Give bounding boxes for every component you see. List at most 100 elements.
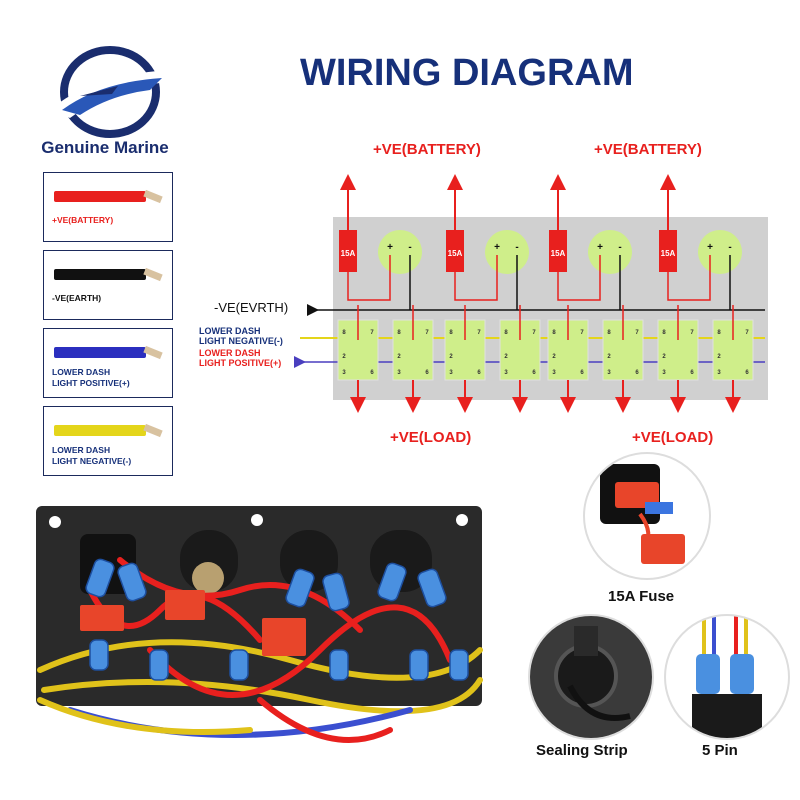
pin-label: 7 (532, 330, 536, 336)
pin-label: 3 (607, 370, 611, 376)
fuse-icon (600, 464, 685, 564)
pin-label: 8 (342, 330, 346, 336)
earth-label: -VE(EVRTH) (214, 300, 289, 315)
fuse-caption: 15A Fuse (608, 588, 675, 605)
pin-label: 8 (504, 330, 508, 336)
pin-caption: 5 Pin (702, 742, 738, 759)
pin-label: 6 (477, 370, 481, 376)
pin-label: 6 (635, 370, 639, 376)
pin-label: 2 (607, 354, 611, 360)
fuse-block (339, 230, 357, 272)
pin-label: 6 (690, 370, 694, 376)
pin-label: 2 (342, 354, 346, 360)
pin-label: 2 (662, 354, 666, 360)
page-title: WIRING DIAGRAM (300, 52, 634, 94)
wire-tip-icon (143, 267, 163, 282)
legend-light-negative: LOWER DASH LIGHT NEGATIVE(-) (43, 406, 173, 476)
legend-label: +VE(BATTERY) (52, 215, 114, 225)
pin-label: 3 (504, 370, 508, 376)
fuse-text: 15A (661, 249, 676, 258)
socket-circle (698, 230, 742, 274)
switch-panel-image (36, 506, 483, 743)
battery-label-left: +VE(BATTERY) (373, 141, 481, 158)
battery-label-right: +VE(BATTERY) (594, 141, 702, 158)
pin-label: 3 (662, 370, 666, 376)
socket-plus: + (707, 242, 713, 253)
fuse-text: 15A (448, 249, 463, 258)
feed-wire (347, 255, 391, 301)
pin-label: 8 (397, 330, 401, 336)
pin-label: 2 (552, 354, 556, 360)
red-wire-swatch (54, 191, 146, 202)
pin-label: 2 (717, 354, 721, 360)
fuse-inset (583, 452, 711, 580)
pin-label: 3 (342, 370, 346, 376)
pin-label: 8 (552, 330, 556, 336)
light-positive-label: LOWER DASH LIGHT POSITIVE(+) (199, 348, 282, 368)
pin-label: 8 (607, 330, 611, 336)
fuse-block (446, 230, 464, 272)
pin-label: 7 (580, 330, 584, 336)
wiring-diagram: 15A + - 8 7 2 3 6 8 7 2 3 6 15A + - 8 7 2 3 6 8 7 2 3 6 15A + - 8 7 2 3 6… (190, 130, 790, 460)
pin-label: 2 (504, 354, 508, 360)
fuse-text: 15A (551, 249, 566, 258)
pin-label: 6 (532, 370, 536, 376)
fuse-block (549, 230, 567, 272)
socket-minus: - (408, 242, 411, 253)
socket-plus: + (597, 242, 603, 253)
pin-inset (664, 614, 790, 740)
pin-label: 7 (745, 330, 749, 336)
legend-label: LOWER DASH LIGHT NEGATIVE(-) (52, 445, 132, 466)
socket-minus: - (618, 242, 621, 253)
light-negative-label: LOWER DASH LIGHT NEGATIVE(-) (199, 326, 283, 346)
yellow-wire-swatch (54, 425, 146, 436)
wire-tip-icon (143, 345, 163, 360)
sealing-inset (528, 614, 654, 740)
fuse-block (659, 230, 677, 272)
pin-label: 2 (449, 354, 453, 360)
sealing-caption: Sealing Strip (536, 742, 628, 759)
pin-label: 8 (449, 330, 453, 336)
sealing-strip-icon (530, 616, 652, 738)
pin-label: 6 (370, 370, 374, 376)
pin-label: 3 (717, 370, 721, 376)
pin-label: 6 (425, 370, 429, 376)
pin-label: 7 (425, 330, 429, 336)
socket-circle (485, 230, 529, 274)
pin-label: 3 (397, 370, 401, 376)
feed-wire (667, 255, 711, 301)
pin-label: 3 (552, 370, 556, 376)
pin-label: 2 (397, 354, 401, 360)
legend-light-positive: LOWER DASH LIGHT POSITIVE(+) (43, 328, 173, 398)
legend-label: -VE(EARTH) (52, 293, 102, 303)
boat-logo-icon (50, 46, 170, 138)
feed-wire (454, 255, 498, 301)
pin-label: 7 (690, 330, 694, 336)
socket-plus: + (494, 242, 500, 253)
feed-wire (557, 255, 601, 301)
load-label-left: +VE(LOAD) (390, 429, 472, 446)
pin-label: 7 (477, 330, 481, 336)
socket-circle (378, 230, 422, 274)
switch-panel-photo (30, 500, 490, 790)
pin-label: 6 (580, 370, 584, 376)
legend-label: LOWER DASH LIGHT POSITIVE(+) (52, 367, 130, 388)
pin-label: 3 (449, 370, 453, 376)
socket-minus: - (515, 242, 518, 253)
wiring-diagram-svg: 15A + - 8 7 2 3 6 8 7 2 3 6 15A + - 8 7 2 3 6 8 7 2 3 6 15A + - 8 7 2 3 6… (294, 174, 768, 413)
pin-label: 7 (635, 330, 639, 336)
legend-battery: +VE(BATTERY) (43, 172, 173, 242)
pin-label: 6 (745, 370, 749, 376)
wire-tip-icon (143, 423, 163, 438)
socket-minus: - (728, 242, 731, 253)
legend-earth: -VE(EARTH) (43, 250, 173, 320)
brand-logo (40, 40, 180, 140)
pin-label: 8 (717, 330, 721, 336)
pin-label: 7 (370, 330, 374, 336)
brand-name: Genuine Marine (41, 138, 169, 157)
socket-circle (588, 230, 632, 274)
load-label-right: +VE(LOAD) (632, 429, 714, 446)
socket-plus: + (387, 242, 393, 253)
wire-tip-icon (143, 189, 163, 204)
five-pin-icon (692, 616, 762, 738)
